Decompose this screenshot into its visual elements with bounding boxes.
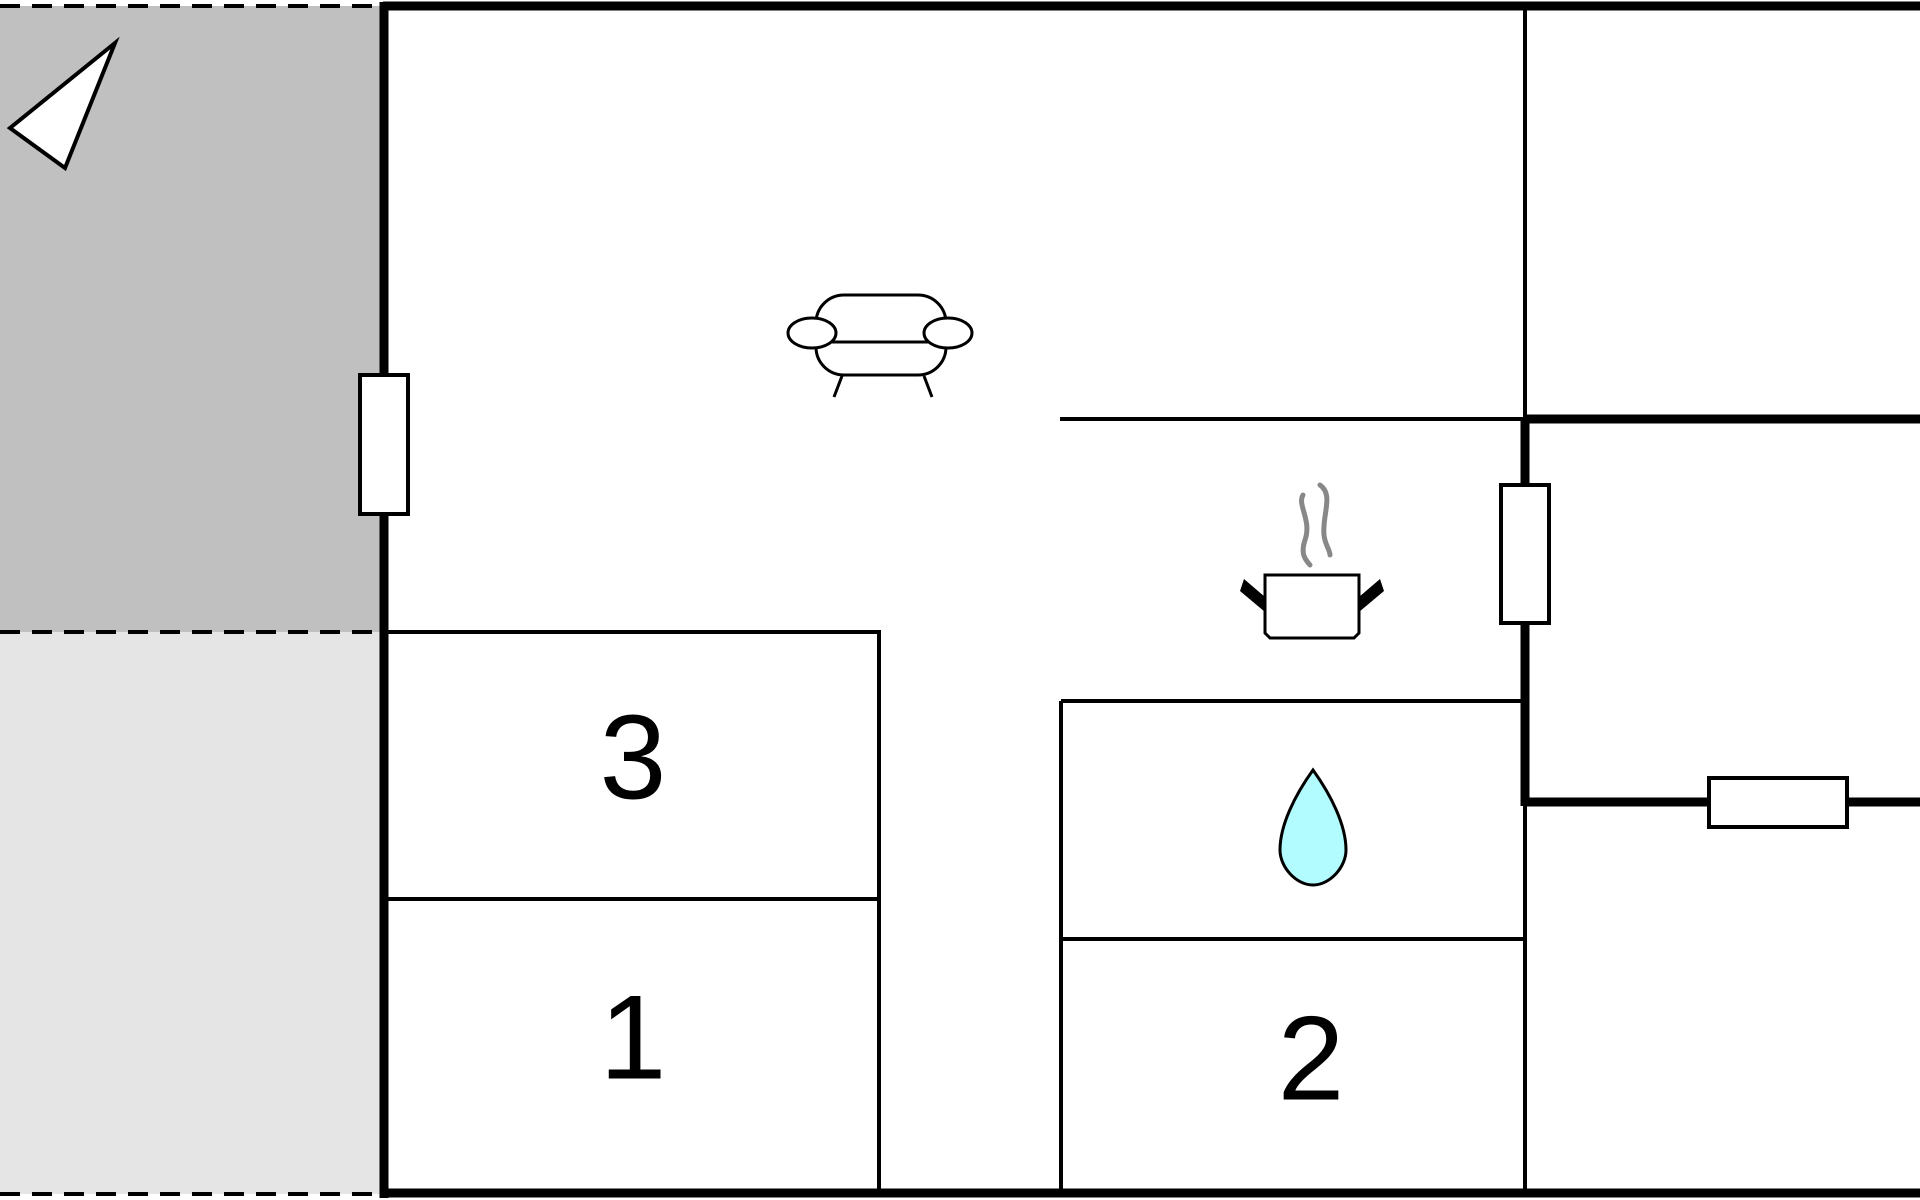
room-label-3: 3 (600, 691, 667, 825)
terrace-lower (0, 632, 383, 1194)
cooking-pot-icon (1240, 482, 1384, 640)
room-label-1: 1 (600, 971, 667, 1105)
outer-walls (379, 1, 1920, 1198)
room-label-2: 2 (1278, 992, 1345, 1126)
window-west (358, 373, 410, 516)
interior-walls-thick (1520, 414, 1920, 807)
water-drop-icon (1278, 767, 1348, 887)
interior-walls (386, 8, 1527, 1190)
compass-arrow-icon (6, 36, 120, 172)
sofa-icon (786, 293, 974, 398)
window-east (1707, 776, 1849, 829)
door-kitchen (1499, 483, 1551, 625)
